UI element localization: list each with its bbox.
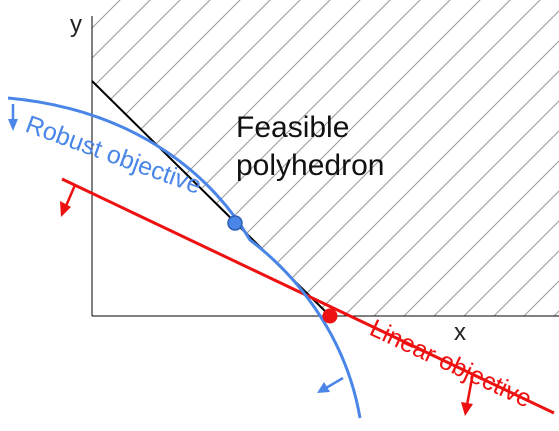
robust-objective-curve <box>7 96 362 419</box>
linear-optimum-point <box>322 308 338 324</box>
region-label-line1: Feasible <box>236 111 349 144</box>
linear-objective-left-arrow <box>60 184 77 217</box>
x-axis-label: x <box>454 319 466 346</box>
linear-objective-right-arrow <box>461 372 475 416</box>
robust-objective-bottom-arrow <box>317 376 344 393</box>
linear-objective-label: Linear objective <box>365 314 536 413</box>
region-label-line2: polyhedron <box>236 149 384 182</box>
y-axis-label: y <box>70 11 82 38</box>
robust-objective-top-arrow <box>8 104 18 131</box>
robust-optimum-point <box>227 215 243 231</box>
